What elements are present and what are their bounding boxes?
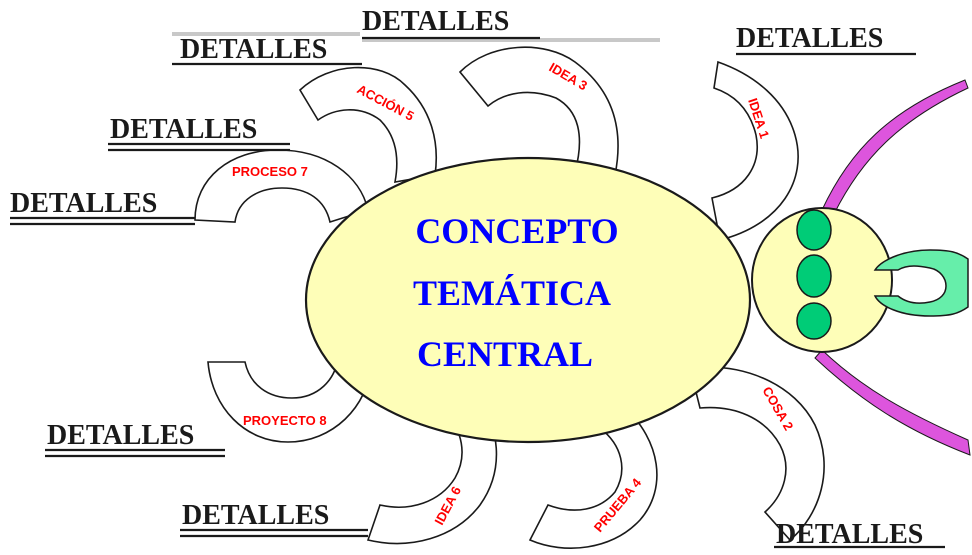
detalles-bottom-right-text: DETALLES: [776, 519, 923, 550]
detalles-left-mid: DETALLES: [108, 114, 290, 152]
lower-antenna: [814, 349, 971, 456]
eye-top: [796, 209, 832, 251]
leg-idea-3: IDEA 3: [458, 46, 619, 176]
center-line-3: CENTRAL: [417, 334, 593, 374]
detalles-upper-left-text: DETALLES: [180, 34, 327, 65]
detalles-lower-left: DETALLES: [45, 420, 225, 458]
detalles-top-right: DETALLES: [736, 23, 916, 56]
mandible: [873, 249, 969, 317]
leg-proyecto-8: PROYECTO 8: [207, 357, 373, 443]
eye-bottom: [796, 302, 832, 340]
leg-accion-5: ACCIÓN 5: [298, 66, 438, 183]
eye-middle: [796, 254, 832, 298]
central-body: [304, 156, 752, 444]
detalles-top-right-text: DETALLES: [736, 23, 883, 54]
center-line-1: CONCEPTO: [415, 211, 618, 251]
leg-label-proceso-7: PROCESO 7: [232, 164, 308, 179]
detalles-lower-left-text: DETALLES: [47, 420, 194, 451]
leg-label-proyecto-8: PROYECTO 8: [243, 413, 327, 428]
leg-cosa-2: COSA 2: [689, 366, 825, 542]
detalles-left: DETALLES: [10, 188, 195, 226]
detalles-bottom-text: DETALLES: [182, 500, 329, 531]
detalles-top: DETALLES: [362, 6, 660, 42]
center-line-2: TEMÁTICA: [413, 273, 611, 313]
detalles-left-mid-text: DETALLES: [110, 114, 257, 145]
detalles-bottom-right: DETALLES: [774, 519, 945, 550]
upper-antenna: [821, 79, 969, 215]
detalles-left-text: DETALLES: [10, 188, 157, 219]
detalles-bottom: DETALLES: [180, 500, 368, 538]
leg-proceso-7: PROCESO 7: [194, 149, 369, 224]
leg-idea-1: IDEA 1: [711, 60, 799, 241]
detalles-top-text: DETALLES: [362, 6, 509, 37]
detalles-upper-left: DETALLES: [172, 32, 362, 66]
